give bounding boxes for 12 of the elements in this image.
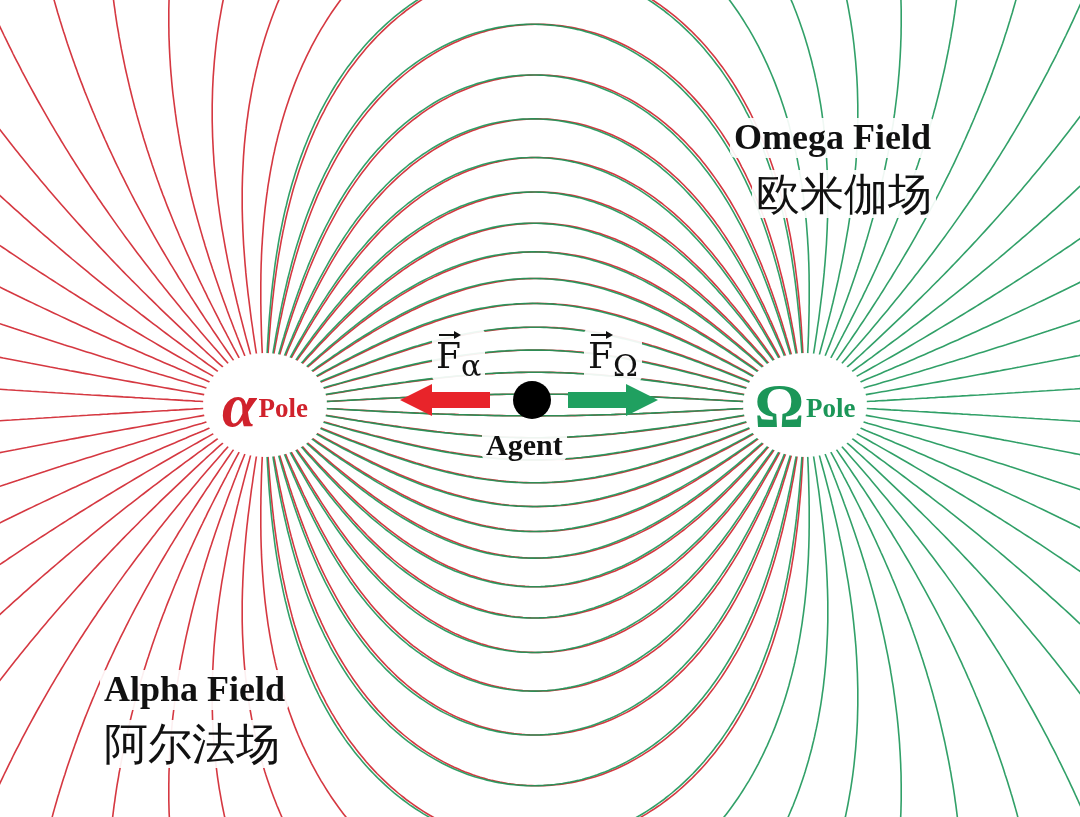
pole-symbol: α [222,374,257,436]
pole-label: Pole [258,392,308,424]
force-label: F$_{Ω}$ [584,328,642,383]
force-label: F$_{α}$ [432,328,486,383]
pole-symbol: Ω [754,374,805,436]
agent-dot [513,381,551,419]
field-title: Omega Field [730,118,935,158]
field-title-chinese: 欧米伽场 [752,170,936,219]
pole-ellipse [743,353,867,457]
pole-ellipse [203,353,327,457]
pole-label: Pole [806,392,856,424]
field-title: Alpha Field [100,670,290,710]
